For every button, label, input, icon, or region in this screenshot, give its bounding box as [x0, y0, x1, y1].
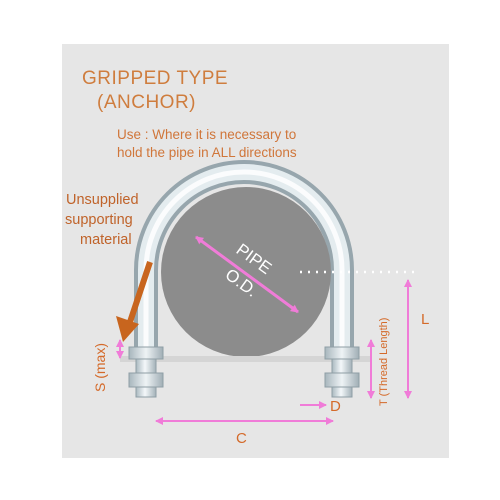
support-arrow	[116, 261, 153, 342]
title-line-2: (ANCHOR)	[97, 92, 196, 113]
left-nut-assembly	[128, 346, 164, 398]
use-note-line-2: hold the pipe in ALL directions	[117, 145, 297, 160]
c-label: C	[236, 430, 247, 447]
support-note-line-3: material	[80, 232, 132, 248]
pipe-od-arrow	[195, 235, 299, 314]
use-note-line-1: Use : Where it is necessary to	[117, 127, 297, 142]
t-thread-length-label: T (Thread Length)	[378, 318, 390, 406]
title-line-1: GRIPPED TYPE	[82, 68, 229, 89]
l-label: L	[421, 311, 429, 328]
d-label: D	[330, 398, 341, 415]
right-nut-assembly	[324, 346, 360, 398]
support-note-line-1: Unsupplied	[66, 192, 139, 208]
supporting-plate	[120, 356, 370, 362]
support-note-line-2: supporting	[65, 212, 133, 228]
s-max-label: S (max)	[92, 343, 108, 392]
